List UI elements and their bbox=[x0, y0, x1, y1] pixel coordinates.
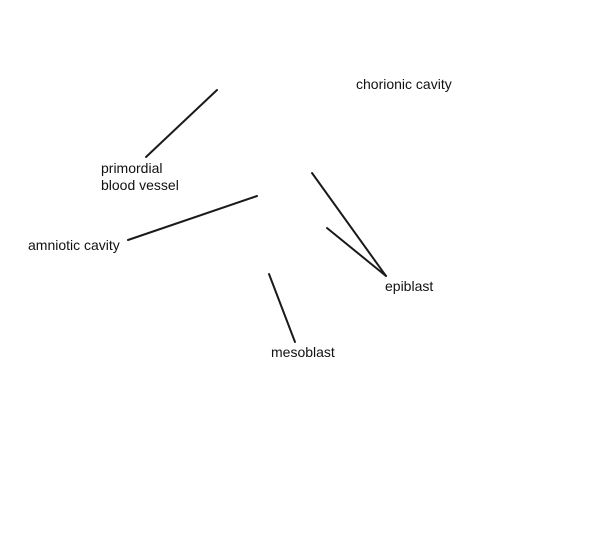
label-primordial-line1: primordial bbox=[101, 160, 163, 176]
label-mesoblast: mesoblast bbox=[271, 344, 335, 360]
label-amniotic-cavity: amniotic cavity bbox=[28, 237, 120, 253]
label-primordial-blood-vessel: primordial blood vessel bbox=[101, 160, 179, 194]
leader-line-primordial-blood-vessel bbox=[145, 89, 218, 158]
leader-line-amniotic-cavity bbox=[127, 195, 258, 241]
label-epiblast: epiblast bbox=[385, 278, 434, 294]
leader-line-epiblast-upper bbox=[311, 172, 387, 277]
leader-line-epiblast-lower bbox=[326, 227, 387, 277]
leader-line-mesoblast bbox=[268, 273, 296, 343]
label-chorionic-cavity: chorionic cavity bbox=[356, 76, 452, 92]
label-primordial-line2: blood vessel bbox=[101, 177, 179, 193]
